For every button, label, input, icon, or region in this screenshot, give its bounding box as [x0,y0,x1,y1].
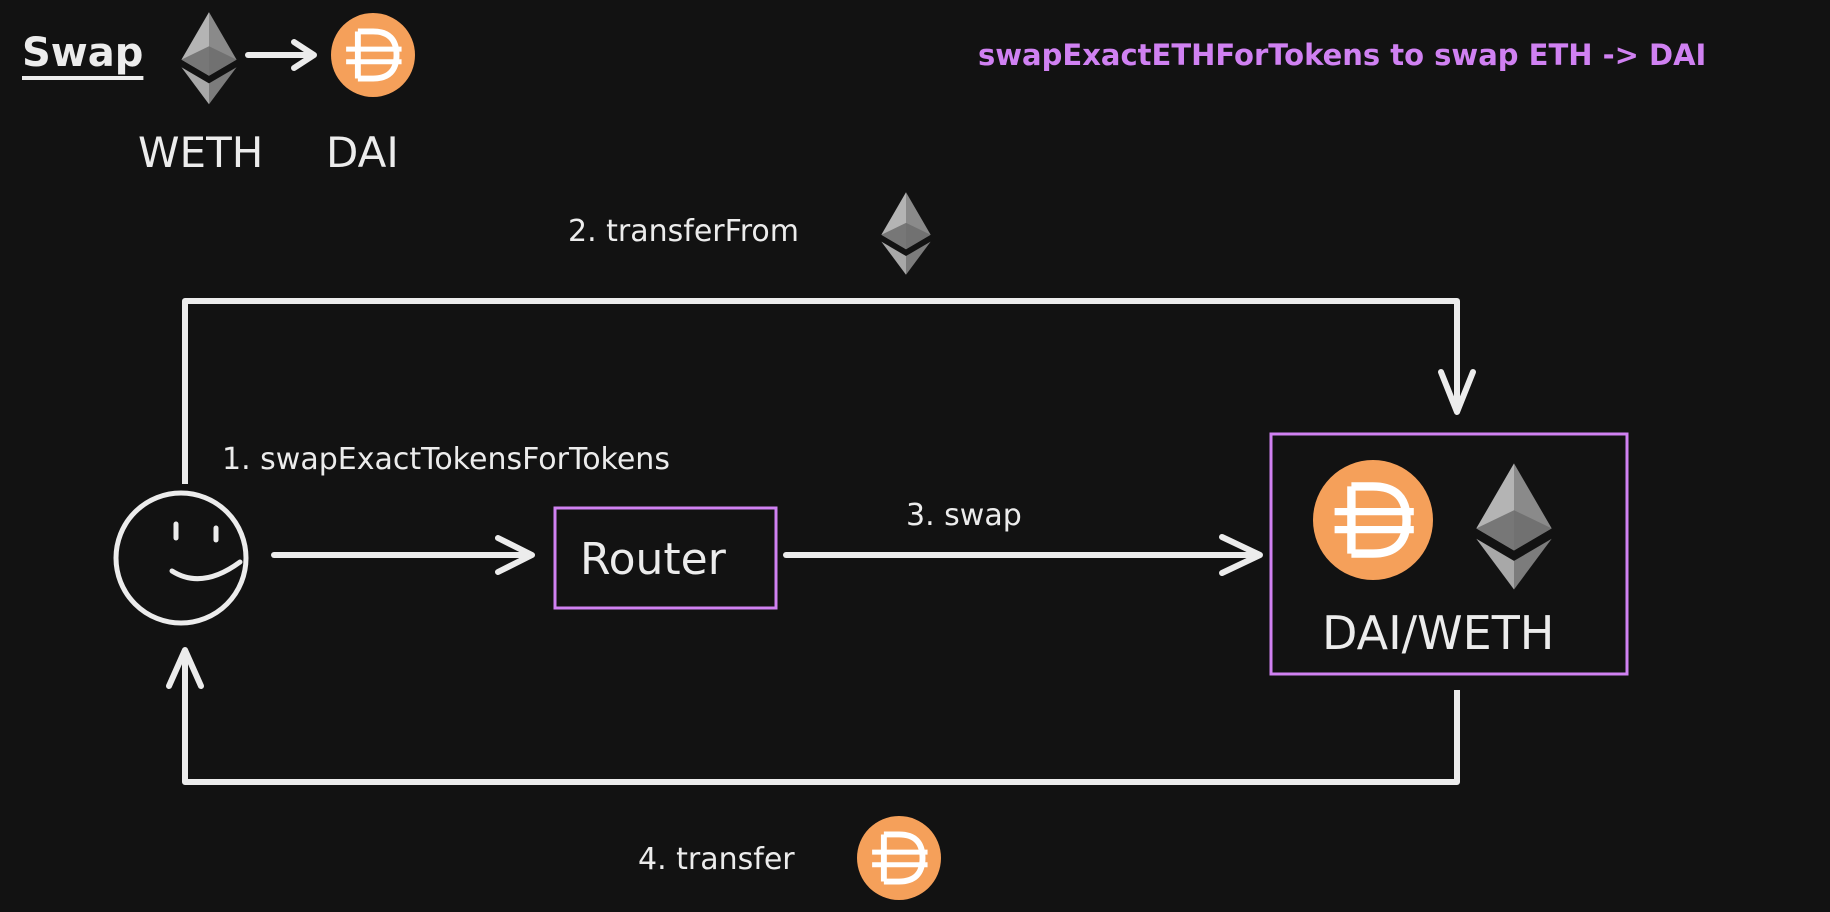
dai-coin-icon [331,13,415,97]
router-label: Router [580,534,726,585]
pool-box [1269,432,1629,676]
arrow-right-icon [245,39,317,71]
swap-call-arrow [271,535,535,575]
step-transferfrom-label: 2. transferFrom [568,214,799,249]
page-title: Swap [22,30,144,76]
router-box [553,506,778,610]
step-transfer-label: 4. transfer [638,842,795,877]
eth-swap-note: swapExactETHForTokens to swap ETH -> DAI [978,38,1707,72]
user-smiley-icon [113,490,249,626]
ethereum-icon [881,192,931,275]
dai-label: DAI [326,128,399,177]
step-swap-call-label: 1. swapExactTokensForTokens [222,442,670,477]
router-to-pool-arrow [783,534,1263,576]
transferfrom-arrow [182,298,1476,484]
step-swap-label: 3. swap [906,498,1022,533]
weth-label: WETH [138,128,264,177]
ethereum-icon [1476,463,1552,590]
transfer-return-arrow [166,647,1460,785]
dai-coin-icon [1313,460,1433,580]
dai-coin-icon [857,816,941,900]
ethereum-icon [181,12,237,105]
pool-label: DAI/WETH [1322,606,1555,660]
